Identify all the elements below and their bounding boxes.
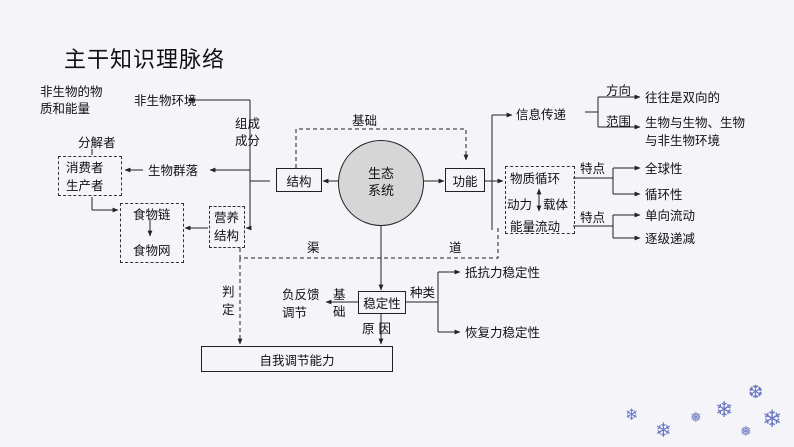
scope-label: 范围	[606, 114, 632, 129]
resilience-stability: 恢复力稳定性	[465, 325, 541, 340]
function-box: 功能	[445, 168, 485, 192]
structure-box: 结构	[276, 168, 322, 192]
scope-line1: 生物与生物、生物	[645, 115, 746, 130]
snowflake-icon: ❄	[715, 398, 734, 423]
self-regulation-box: 自我调节能力	[201, 346, 393, 372]
abiotic-matter-line1: 非生物的物	[40, 84, 103, 99]
feature-label-2: 特点	[580, 210, 606, 225]
one-way-flow: 单向流动	[645, 208, 696, 223]
negative-feedback-line2: 调节	[282, 305, 308, 320]
channel-label-left: 渠	[307, 240, 320, 255]
energy-flow: 能量流动	[510, 219, 561, 234]
page-title: 主干知识理脉络	[64, 48, 226, 73]
power-label: 动力	[507, 197, 533, 212]
channel-label-right: 道	[449, 240, 462, 255]
reason-label: 原 因	[362, 321, 391, 336]
scope-line2: 与非生物环境	[645, 133, 721, 148]
biotic-community: 生物群落	[148, 163, 199, 178]
producer: 生产者	[66, 178, 104, 193]
resistance-stability: 抵抗力稳定性	[465, 265, 541, 280]
stability-box: 稳定性	[358, 291, 406, 314]
decomposer: 分解者	[78, 135, 116, 150]
food-chain-group	[120, 203, 184, 263]
trophic-line2: 结构	[214, 228, 240, 243]
consumer-producer-group	[58, 156, 122, 196]
bidirectional: 往往是双向的	[645, 90, 721, 105]
judge-label-2: 定	[222, 302, 235, 317]
direction-label: 方向	[606, 83, 632, 98]
global-nature: 全球性	[645, 161, 683, 176]
information-transfer: 信息传递	[516, 107, 567, 122]
gradual-decrease: 逐级递减	[645, 231, 696, 246]
cyclic-nature: 循环性	[645, 187, 683, 202]
snowflake-icon: ❅	[740, 424, 752, 440]
consumer: 消费者	[66, 160, 104, 175]
basis-label: 基础	[352, 113, 378, 128]
snowflake-icon: ❄	[625, 405, 639, 424]
negative-feedback-line1: 负反馈	[282, 287, 320, 302]
abiotic-environment: 非生物环境	[134, 93, 197, 108]
carrier-label: 载体	[543, 197, 569, 212]
food-web: 食物网	[133, 243, 171, 258]
ecosystem-circle: 生态 系统	[338, 140, 424, 226]
matter-energy-group	[505, 166, 575, 234]
composition-label-1: 组成	[235, 116, 261, 131]
ecosystem-label-2: 系统	[367, 184, 394, 199]
snowflake-icon: ❅	[690, 410, 702, 426]
matter-cycle: 物质循环	[510, 171, 561, 186]
snowflake-icon: ❄	[762, 405, 783, 433]
trophic-line1: 营养	[214, 210, 240, 225]
food-chain: 食物链	[133, 207, 171, 222]
abiotic-matter-line2: 质和能量	[40, 101, 91, 116]
snowflake-icon: ❆	[748, 382, 764, 403]
ecosystem-label-1: 生态	[367, 167, 394, 182]
trophic-structure-box	[209, 206, 245, 248]
snowflake-icon: ❄	[655, 418, 672, 442]
composition-label-2: 成分	[235, 133, 261, 148]
kinds-label: 种类	[410, 285, 436, 300]
judge-label-1: 判	[222, 284, 235, 299]
feature-label-1: 特点	[580, 161, 606, 176]
basis2-label-1: 基	[333, 287, 346, 302]
basis2-label-2: 础	[333, 304, 346, 319]
